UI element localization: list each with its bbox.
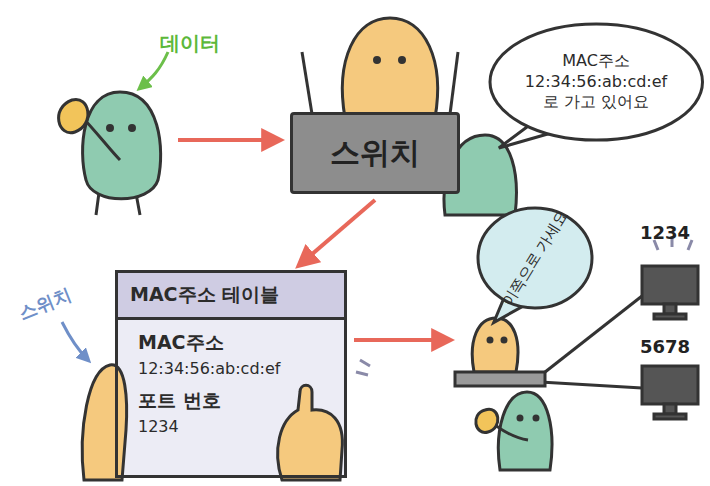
- mac-table: MAC주소 테이블MAC주소12:34:56:ab:cd:ef포트 번호1234: [115, 270, 347, 478]
- field-value: 1234: [118, 414, 344, 436]
- bubble-text: MAC주소 12:34:56:ab:cd:ef 로 가고 있어요: [521, 51, 671, 113]
- switch-label: 스위치: [330, 133, 420, 174]
- speech-bubble: 이쪽으로 가세요: [476, 206, 594, 310]
- switch-box: 스위치: [290, 112, 460, 194]
- data-character: [59, 92, 161, 215]
- switch-label: 스위치: [15, 283, 74, 325]
- field-name: MAC주소: [118, 320, 344, 356]
- flow-arrow: [354, 338, 448, 342]
- pointer-arrow: [140, 52, 168, 88]
- data-label: 데이터: [160, 30, 220, 57]
- table-header: MAC주소 테이블: [118, 273, 344, 320]
- flow-arrow: [178, 138, 278, 142]
- pointer-arrow: [62, 322, 88, 360]
- field-name: 포트 번호: [118, 378, 344, 414]
- field-value: 12:34:56:ab:cd:ef: [118, 356, 344, 378]
- hands: [82, 360, 370, 480]
- port-number: 5678: [640, 336, 690, 357]
- port-number: 1234: [640, 222, 690, 243]
- speech-bubble: MAC주소 12:34:56:ab:cd:ef 로 가고 있어요: [488, 22, 705, 142]
- flow-arrow: [301, 200, 375, 264]
